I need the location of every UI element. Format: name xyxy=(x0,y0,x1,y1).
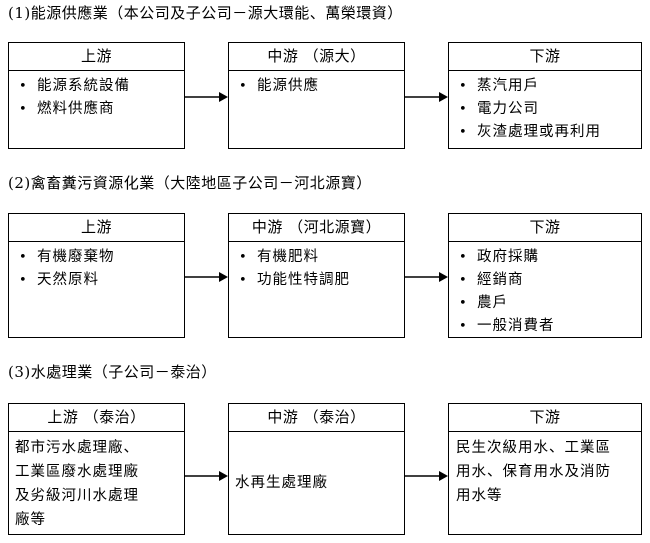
s1-upstream-header: 上游 xyxy=(9,43,184,71)
s1-midstream-header: 中游 （源大） xyxy=(229,43,404,71)
s1-arrow-1 xyxy=(185,92,228,102)
s2-upstream-box: 上游 有機廢棄物 天然原料 xyxy=(8,213,185,338)
s3-upstream-line: 廠等 xyxy=(15,512,46,528)
s3-arrow-2 xyxy=(405,471,448,481)
section-3-title: (3)水處理業（子公司－泰治） xyxy=(8,363,217,381)
s1-downstream-header: 下游 xyxy=(449,43,641,71)
s3-upstream-line: 及劣級河川水處理 xyxy=(15,488,139,504)
s2-downstream-item: 政府採購 xyxy=(455,246,635,269)
s1-downstream-item: 蒸汽用戶 xyxy=(455,75,635,98)
s2-downstream-box: 下游 政府採購 經銷商 農戶 一般消費者 xyxy=(448,213,642,338)
s1-midstream-item: 能源供應 xyxy=(235,75,398,98)
s2-upstream-header: 上游 xyxy=(9,214,184,242)
s2-midstream-box: 中游 （河北源寶） 有機肥料 功能性特調肥 xyxy=(228,213,405,338)
s2-downstream-item: 一般消費者 xyxy=(455,315,635,338)
s3-arrow-1 xyxy=(185,471,228,481)
s2-upstream-item: 天然原料 xyxy=(15,269,178,292)
s2-arrow-1 xyxy=(185,272,228,282)
s3-downstream-line: 民生次級用水、工業區 xyxy=(456,440,611,456)
s1-upstream-item: 燃料供應商 xyxy=(15,98,178,121)
section-2-title: (2)禽畜糞污資源化業（大陸地區子公司－河北源寶） xyxy=(8,174,372,192)
s2-downstream-header: 下游 xyxy=(449,214,641,242)
s1-upstream-box: 上游 能源系統設備 燃料供應商 xyxy=(8,42,185,149)
s3-downstream-line: 用水、保育用水及消防 xyxy=(456,464,611,480)
s1-downstream-box: 下游 蒸汽用戶 電力公司 灰渣處理或再利用 xyxy=(448,42,642,149)
s3-midstream-line: 水再生處理廠 xyxy=(235,475,328,491)
s2-midstream-item: 有機肥料 xyxy=(235,246,398,269)
s1-midstream-box: 中游 （源大） 能源供應 xyxy=(228,42,405,149)
s2-downstream-item: 經銷商 xyxy=(455,269,635,292)
s3-upstream-line: 工業區廢水處理廠 xyxy=(15,464,139,480)
s1-upstream-item: 能源系統設備 xyxy=(15,75,178,98)
s3-upstream-box: 上游 （泰治） 都市污水處理廠、 工業區廢水處理廠 及劣級河川水處理 廠等 xyxy=(8,403,185,535)
s2-arrow-2 xyxy=(405,272,448,282)
s3-downstream-line: 用水等 xyxy=(456,488,503,504)
s2-downstream-item: 農戶 xyxy=(455,292,635,315)
s3-downstream-header: 下游 xyxy=(449,404,641,432)
s1-arrow-2 xyxy=(405,92,448,102)
s3-downstream-box: 下游 民生次級用水、工業區 用水、保育用水及消防 用水等 xyxy=(448,403,642,535)
s2-upstream-item: 有機廢棄物 xyxy=(15,246,178,269)
s3-upstream-line: 都市污水處理廠、 xyxy=(15,440,139,456)
s3-upstream-header: 上游 （泰治） xyxy=(9,404,184,432)
s1-downstream-item: 電力公司 xyxy=(455,98,635,121)
section-1-title: (1)能源供應業（本公司及子公司－源大環能、萬榮環資） xyxy=(8,4,403,22)
s2-midstream-header: 中游 （河北源寶） xyxy=(229,214,404,242)
s3-midstream-header: 中游 （泰治） xyxy=(229,404,404,432)
s3-midstream-box: 中游 （泰治） 水再生處理廠 xyxy=(228,403,405,535)
s2-midstream-item: 功能性特調肥 xyxy=(235,269,398,292)
s1-downstream-item: 灰渣處理或再利用 xyxy=(455,121,635,144)
